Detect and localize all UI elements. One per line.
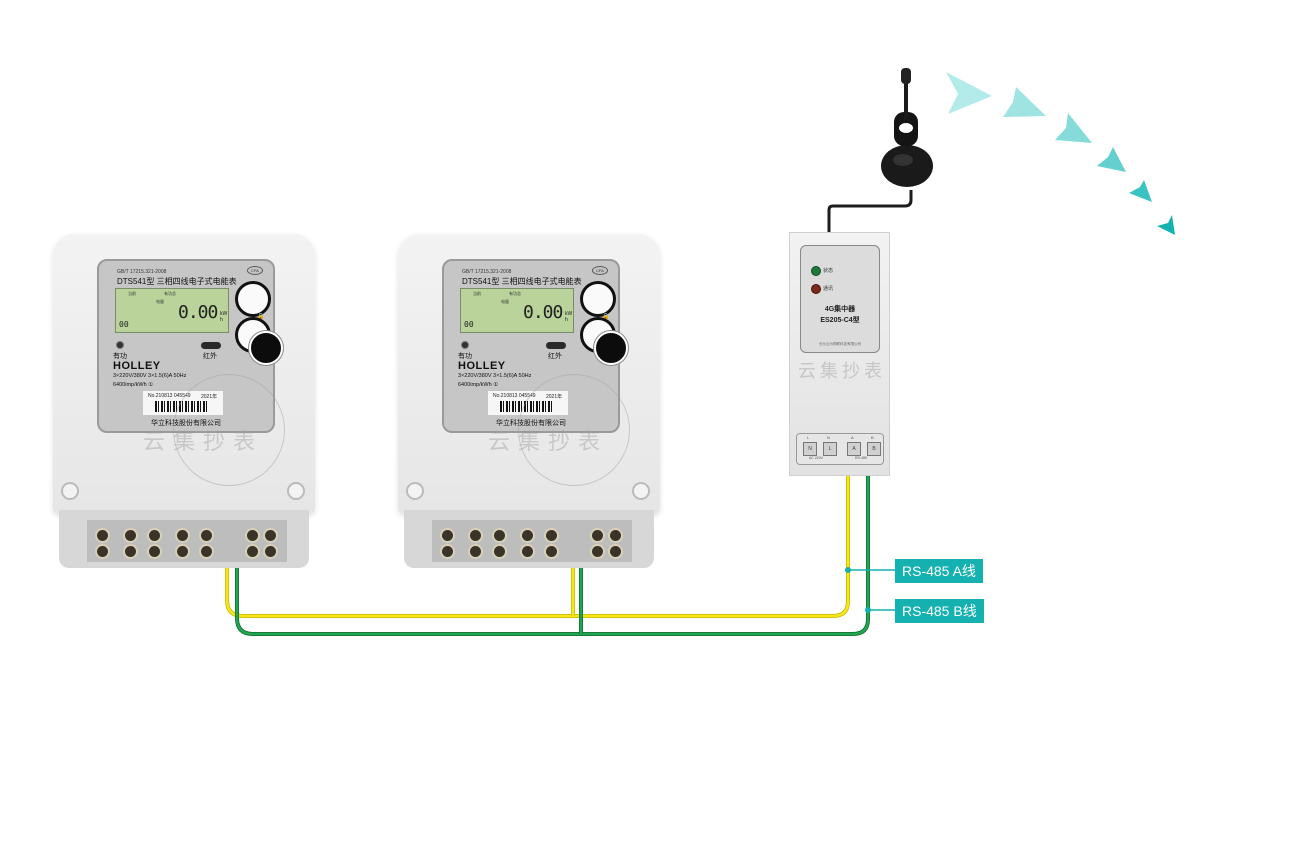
terminal-b: B bbox=[867, 442, 881, 456]
brand-logo: HOLLEY bbox=[458, 360, 506, 372]
display-button[interactable] bbox=[235, 281, 271, 317]
lcd-index: 00 bbox=[464, 320, 474, 329]
status-led-label: 状态 bbox=[823, 268, 834, 274]
watermark-text: 云集抄表 bbox=[488, 429, 609, 454]
meter-constant: 6400imp/kWh ① bbox=[113, 382, 154, 388]
terminal-block bbox=[59, 510, 309, 568]
lock-icon: 🔒 bbox=[257, 314, 265, 320]
terminal-label: A bbox=[851, 435, 854, 440]
comm-led-label: 通讯 bbox=[823, 286, 834, 292]
watermark-seal bbox=[518, 374, 630, 486]
infrared-label: 红外 bbox=[203, 353, 217, 360]
mounting-hole bbox=[61, 482, 79, 500]
signal-arrow-6 bbox=[1157, 215, 1175, 235]
signal-arrows bbox=[946, 72, 1175, 235]
infrared-label: 红外 bbox=[548, 353, 562, 360]
meter-standard: GB/T 17215.321-2008 bbox=[462, 269, 512, 275]
concentrator-company: 长沙云为物联科技有限公司 bbox=[819, 342, 861, 346]
lcd-label: 有功总 bbox=[509, 291, 521, 296]
serial-number: No.210813 045549 bbox=[148, 393, 191, 399]
meter-model: DTS541型 三相四线电子式电能表 bbox=[117, 277, 237, 286]
active-pulse-label: 有功 bbox=[458, 353, 472, 360]
meter-standard: GB/T 17215.321-2008 bbox=[117, 269, 167, 275]
seal-knob bbox=[594, 331, 628, 365]
certification-icon: CPA bbox=[592, 266, 608, 275]
meter-lcd: 当前 有功总 电量 0.00 kW h 00 bbox=[115, 288, 229, 333]
rs485-a-label: RS-485 A线 bbox=[895, 559, 983, 583]
meter-model: DTS541型 三相四线电子式电能表 bbox=[462, 277, 582, 286]
concentrator-faceplate: 状态 通讯 4G集中器 ES205-C4型 长沙云为物联科技有限公司 bbox=[800, 245, 880, 353]
energy-meter-2[interactable]: GB/T 17215.321-2008 DTS541型 三相四线电子式电能表 C… bbox=[398, 234, 660, 574]
rs485-group-label: RS-485 bbox=[855, 456, 867, 460]
rs485-b-label: RS-485 B线 bbox=[895, 599, 984, 623]
serial-number: No.210813 045549 bbox=[493, 393, 536, 399]
terminal-l: N bbox=[803, 442, 817, 456]
terminal-label: L bbox=[807, 435, 810, 440]
signal-arrow-3 bbox=[1055, 113, 1092, 143]
wire-b-dot bbox=[865, 607, 871, 613]
mounting-hole bbox=[632, 482, 650, 500]
active-pulse-led bbox=[461, 341, 469, 349]
lcd-index: 00 bbox=[119, 320, 129, 329]
terminal-label: B bbox=[871, 435, 874, 440]
concentrator-model: ES205-C4型 bbox=[820, 317, 860, 324]
terminal-label: N bbox=[827, 435, 830, 440]
lcd-label: 当前 bbox=[128, 291, 136, 296]
certification-icon: CPA bbox=[247, 266, 263, 275]
meter-spec: 3×220V/380V 3×1.5(6)A 50Hz bbox=[458, 373, 532, 379]
ac-group-label: AC 220V bbox=[809, 456, 824, 460]
lcd-unit: kW h bbox=[565, 311, 573, 323]
infrared-port bbox=[201, 342, 221, 349]
concentrator-terminals: L N N L A A B B AC 220V RS-485 bbox=[796, 433, 884, 465]
mounting-hole bbox=[406, 482, 424, 500]
antenna-icon bbox=[827, 68, 933, 232]
meter-constant: 6400imp/kWh ① bbox=[458, 382, 499, 388]
watermark-text: 云集抄表 bbox=[143, 429, 264, 454]
signal-arrow-2 bbox=[1003, 87, 1046, 117]
meter-lcd: 当前 有功总 电量 0.00 kW h 00 bbox=[460, 288, 574, 333]
meter-spec: 3×220V/380V 3×1.5(6)A 50Hz bbox=[113, 373, 187, 379]
lcd-label: 电量 bbox=[156, 299, 164, 304]
lock-icon: 🔒 bbox=[602, 314, 610, 320]
lcd-reading: 0.00 bbox=[523, 302, 563, 323]
4g-concentrator[interactable]: 状态 通讯 4G集中器 ES205-C4型 长沙云为物联科技有限公司 云集抄表 … bbox=[789, 232, 890, 476]
signal-arrow-4 bbox=[1097, 147, 1126, 172]
infrared-port bbox=[546, 342, 566, 349]
lcd-label: 电量 bbox=[501, 299, 509, 304]
terminal-a: A bbox=[847, 442, 861, 456]
signal-arrow-1 bbox=[946, 72, 992, 114]
watermark-seal bbox=[173, 374, 285, 486]
terminal-n: L bbox=[823, 442, 837, 456]
status-led bbox=[811, 266, 821, 276]
mounting-hole bbox=[287, 482, 305, 500]
lcd-label: 当前 bbox=[473, 291, 481, 296]
signal-arrow-5 bbox=[1129, 180, 1152, 202]
brand-logo: HOLLEY bbox=[113, 360, 161, 372]
lcd-reading: 0.00 bbox=[178, 302, 218, 323]
seal-knob bbox=[249, 331, 283, 365]
concentrator-title: 4G集中器 bbox=[824, 306, 856, 313]
lcd-unit: kW h bbox=[220, 311, 228, 323]
comm-led bbox=[811, 284, 821, 294]
active-pulse-led bbox=[116, 341, 124, 349]
active-pulse-label: 有功 bbox=[113, 353, 127, 360]
energy-meter-1[interactable]: GB/T 17215.321-2008 DTS541型 三相四线电子式电能表 C… bbox=[53, 234, 315, 574]
lcd-label: 有功总 bbox=[164, 291, 176, 296]
display-button[interactable] bbox=[580, 281, 616, 317]
watermark-text: 云集抄表 bbox=[798, 361, 886, 381]
terminal-block bbox=[404, 510, 654, 568]
wire-a-dot bbox=[845, 567, 851, 573]
